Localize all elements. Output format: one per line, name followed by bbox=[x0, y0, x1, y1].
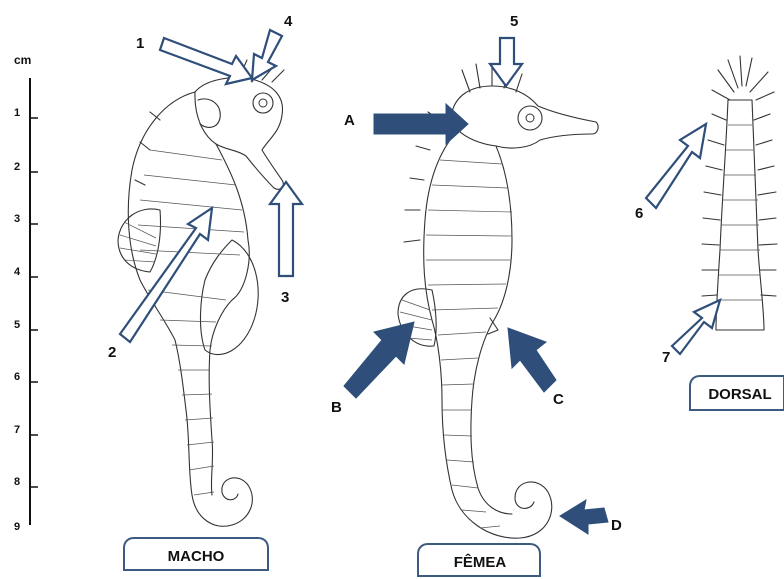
male-label: MACHO bbox=[168, 548, 225, 565]
arrow-A-icon bbox=[374, 104, 468, 144]
scale-tick-8: 8 bbox=[14, 476, 20, 488]
scale-ticks bbox=[30, 118, 38, 487]
label-B: B bbox=[331, 399, 342, 416]
female-name-box: FÊMEA bbox=[418, 544, 540, 576]
female-label: FÊMEA bbox=[454, 553, 507, 571]
label-7: 7 bbox=[662, 349, 670, 366]
label-6: 6 bbox=[635, 205, 643, 222]
arrow-6-icon bbox=[646, 124, 706, 208]
male-name-box: MACHO bbox=[124, 538, 268, 570]
scale-tick-7: 7 bbox=[14, 424, 20, 436]
scale-tick-5: 5 bbox=[14, 319, 20, 331]
arrow-C-icon bbox=[508, 328, 556, 392]
scale-tick-3: 3 bbox=[14, 213, 20, 225]
label-3: 3 bbox=[281, 289, 289, 306]
arrow-7-icon bbox=[672, 300, 720, 354]
arrow-2-icon bbox=[120, 208, 212, 342]
dorsal-label: DORSAL bbox=[708, 386, 771, 403]
label-A: A bbox=[344, 112, 355, 129]
label-5: 5 bbox=[510, 13, 518, 30]
arrow-4-icon bbox=[252, 30, 282, 80]
arrow-B-icon bbox=[344, 322, 414, 398]
scale-tick-6: 6 bbox=[14, 371, 20, 383]
scale-tick-4: 4 bbox=[14, 266, 21, 278]
label-2: 2 bbox=[108, 344, 116, 361]
arrow-1-icon bbox=[160, 38, 252, 84]
cm-scale: cm 1 2 3 4 5 6 7 8 9 bbox=[14, 53, 38, 533]
label-D: D bbox=[611, 517, 622, 534]
scale-tick-9: 9 bbox=[14, 521, 20, 533]
scale-tick-1: 1 bbox=[14, 107, 20, 119]
arrow-5-icon bbox=[490, 38, 522, 86]
male-seahorse-drawing bbox=[118, 60, 284, 526]
female-seahorse-drawing bbox=[398, 64, 598, 538]
arrow-D-icon bbox=[560, 500, 608, 534]
label-4: 4 bbox=[284, 13, 293, 30]
scale-tick-2: 2 bbox=[14, 161, 20, 173]
arrow-3-icon bbox=[270, 182, 302, 276]
dorsal-view-drawing bbox=[702, 56, 777, 330]
scale-unit: cm bbox=[14, 53, 31, 67]
label-C: C bbox=[553, 391, 564, 408]
dorsal-name-box: DORSAL bbox=[690, 376, 784, 410]
label-1: 1 bbox=[136, 35, 144, 52]
